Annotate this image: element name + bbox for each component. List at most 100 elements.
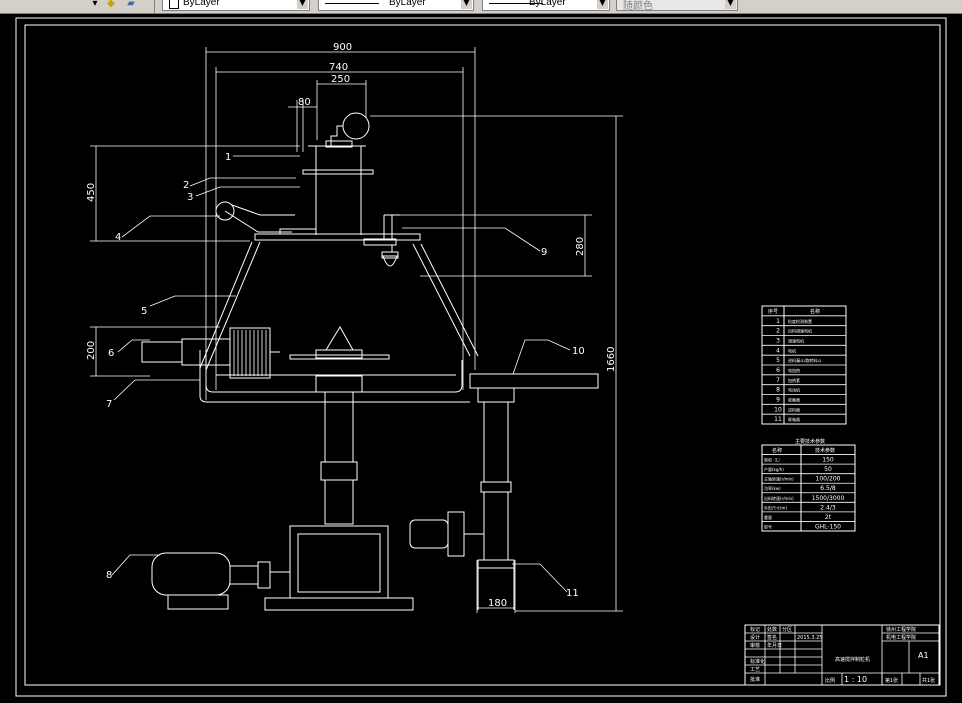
dimension-450: 450 xyxy=(86,183,97,202)
granulator-drawing xyxy=(141,112,599,611)
params-table-name: 出料转速(r/min) xyxy=(764,495,794,501)
dimension-200: 200 xyxy=(86,341,97,360)
parts-table-header-cell: 序号 xyxy=(768,308,778,315)
callout-4: 4 xyxy=(115,232,121,243)
params-table-name: 容积（L） xyxy=(764,457,782,463)
outer-frame xyxy=(15,17,947,697)
params-table-value: GHL-150 xyxy=(815,523,841,530)
callout-8: 8 xyxy=(106,570,112,581)
parts-table-no: 9 xyxy=(776,397,780,404)
parts-table-name: 电加热 xyxy=(788,367,800,373)
inner-frame xyxy=(24,24,941,686)
dimension-250: 250 xyxy=(331,74,350,85)
params-table-value: 1500/3000 xyxy=(812,495,845,502)
params-table: 主要技术参数 名称技术参数容积（L）150产量(kg/h)50主轴转速(r/mi… xyxy=(761,438,856,532)
parts-table-no: 4 xyxy=(776,347,780,354)
title-block: 标记 处数 分区 设计 签名 2015.3.25 审核 年月日 标准化 工艺 批… xyxy=(744,624,940,686)
params-table-value: 2t xyxy=(825,514,832,521)
tb-dept: 机电工程学院 xyxy=(886,634,916,641)
dimension-texts: 900 740 250 80 450 280 200 1660 180 xyxy=(86,42,617,609)
tb-sheet-no: 第1张 xyxy=(885,677,898,684)
parts-table-name: 粒度检测装置 xyxy=(788,318,812,324)
parts-table-name: 收集器 xyxy=(788,397,800,403)
layer-state-icon[interactable]: ◆ xyxy=(107,0,115,9)
tb-standard: 标准化 xyxy=(750,658,765,665)
params-table-name: 重量 xyxy=(764,514,772,520)
linetype-combo-value: ByLayer xyxy=(389,0,426,8)
parts-table-name: 加热套 xyxy=(788,377,800,383)
properties-toolbar: ▾ ◆ ▰ ByLayer ▼ ByLayer ▼ ByLayer ▼ 随颜色 … xyxy=(0,0,962,14)
chevron-down-icon[interactable]: ▼ xyxy=(461,0,472,9)
layer-combo[interactable]: ByLayer ▼ xyxy=(162,0,310,11)
tb-sheet-total: 共1张 xyxy=(922,677,935,684)
params-table-value: 6.5/8 xyxy=(820,485,836,492)
callout-labels: 1 2 3 4 5 6 7 8 9 10 11 xyxy=(106,152,585,599)
params-table-value: 150 xyxy=(822,457,834,464)
color-swatch-icon xyxy=(169,0,179,9)
params-table-value: 50 xyxy=(824,466,832,473)
parts-table-header-cell: 名称 xyxy=(810,308,820,315)
params-table-name: 外形尺寸(m) xyxy=(764,504,787,510)
params-table-name: 主轴转速(r/min) xyxy=(764,476,794,482)
plotstyle-combo-value: 随颜色 xyxy=(623,1,653,12)
parts-table-name: 出料调速电机 xyxy=(788,328,812,334)
layer-combo-value: ByLayer xyxy=(183,0,220,8)
callout-1: 1 xyxy=(225,152,231,163)
callout-6: 6 xyxy=(108,348,114,359)
lineweight-combo-value: ByLayer xyxy=(529,0,566,8)
tb-drawing-title: 高速搅拌制粒机 xyxy=(835,656,870,663)
callout-11: 11 xyxy=(566,588,579,599)
tb-school: 徐州工程学院 xyxy=(886,626,916,633)
dimension-lines xyxy=(90,47,623,613)
parts-table-no: 7 xyxy=(776,377,780,384)
parts-table-name: 调速电机 xyxy=(788,338,804,344)
params-table-value: 2.4/3 xyxy=(820,504,836,511)
parts-table-no: 11 xyxy=(774,416,782,423)
parts-table-no: 1 xyxy=(776,318,780,325)
tb-approve: 批准 xyxy=(750,676,760,683)
drawing-canvas[interactable]: 900 740 250 80 450 280 200 1660 180 xyxy=(0,14,962,703)
linetype-combo[interactable]: ByLayer ▼ xyxy=(318,0,474,11)
parts-table-no: 8 xyxy=(776,387,780,394)
params-table-name: 功率(kw) xyxy=(764,485,781,491)
callout-9: 9 xyxy=(541,247,547,258)
dimension-900: 900 xyxy=(333,42,352,53)
tb-design: 设计 xyxy=(750,634,760,641)
callout-10: 10 xyxy=(572,346,585,357)
parts-table-name: 进料漏斗/旋转料斗 xyxy=(788,357,821,363)
tb-zone: 分区 xyxy=(782,626,792,633)
callout-5: 5 xyxy=(141,306,147,317)
tb-scale-value: 1 : 10 xyxy=(844,675,867,684)
tb-process: 工艺 xyxy=(750,667,760,673)
params-table-title: 主要技术参数 xyxy=(795,438,825,445)
callout-leaders xyxy=(111,155,571,593)
lineweight-combo[interactable]: ByLayer ▼ xyxy=(482,0,610,11)
parts-table-no: 6 xyxy=(776,367,780,374)
tb-sheet-size: A1 xyxy=(918,651,929,660)
plotstyle-combo[interactable]: 随颜色 ▼ xyxy=(616,0,738,12)
tb-mark: 标记 xyxy=(750,626,760,633)
dimension-180: 180 xyxy=(488,598,507,609)
parts-table-name: 送料器 xyxy=(788,406,800,412)
params-table-header-cell: 名称 xyxy=(772,447,782,454)
chevron-down-icon[interactable]: ▼ xyxy=(297,0,308,9)
chevron-down-icon[interactable]: ▼ xyxy=(725,0,736,9)
parts-table-name: 电机 xyxy=(788,347,796,353)
parts-table-no: 10 xyxy=(774,406,782,413)
tb-date: 2015.3.25 xyxy=(797,635,822,641)
chevron-down-icon[interactable]: ▼ xyxy=(597,0,608,9)
callout-3: 3 xyxy=(187,192,193,203)
layers-icon[interactable]: ▰ xyxy=(127,0,135,9)
params-table-name: 产量(kg/h) xyxy=(764,466,784,472)
parts-table-name: 联轴器 xyxy=(788,416,800,422)
tb-date-label: 年月日 xyxy=(767,642,782,649)
callout-7: 7 xyxy=(106,399,112,410)
tb-scale-label: 比例 xyxy=(825,677,835,684)
parts-table-name: 电动机 xyxy=(788,387,800,393)
params-table-value: 100/200 xyxy=(816,476,841,483)
parts-table-no: 5 xyxy=(776,357,780,364)
dimension-80: 80 xyxy=(298,97,311,108)
tb-count: 处数 xyxy=(767,626,777,633)
dropdown-arrow-icon[interactable]: ▾ xyxy=(92,0,98,9)
